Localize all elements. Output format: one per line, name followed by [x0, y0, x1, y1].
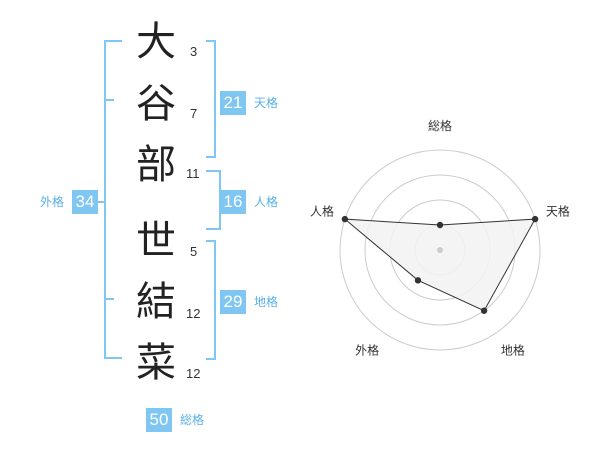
jinkaku-bracket-bottom	[206, 228, 221, 230]
jinkaku-bracket-top	[206, 170, 221, 172]
soukaku-value: 50	[146, 408, 172, 432]
soukaku-label: 総格	[180, 413, 205, 427]
chikaku-bracket-bottom	[206, 358, 216, 360]
radar-point-2	[531, 215, 539, 223]
radar-axis-label-4: 外格	[355, 342, 379, 357]
name-char-6: 菜	[136, 340, 176, 386]
gaikaku-connector	[98, 201, 105, 203]
radar-point-3	[480, 307, 488, 314]
radar-point-1	[436, 221, 444, 229]
jinkaku-value: 16	[220, 190, 246, 214]
radar-axis-label-2: 天格	[546, 204, 570, 219]
stroke-count-4: 5	[190, 244, 198, 259]
radar-axis-label-1: 総格	[428, 118, 452, 133]
radar-axis-label-5: 人格	[310, 204, 334, 219]
chikaku-bracket-vertical	[214, 240, 216, 360]
jinkaku-label: 人格	[254, 195, 279, 209]
chikaku-bracket-top	[206, 240, 216, 242]
tenkaku-bracket-bottom	[206, 156, 216, 158]
name-char-5: 結	[136, 279, 176, 325]
stroke-count-1: 3	[190, 44, 198, 59]
stroke-count-5: 12	[186, 306, 201, 321]
stroke-count-3: 11	[186, 166, 200, 181]
name-char-4: 世	[136, 218, 176, 264]
gaikaku-value: 34	[72, 190, 98, 214]
name-char-2: 谷	[136, 81, 176, 127]
tenkaku-bracket-top	[206, 40, 216, 42]
name-char-3: 部	[136, 142, 176, 188]
gaikaku-bracket-vertical	[104, 40, 106, 359]
radar-series-area	[343, 218, 536, 312]
gaikaku-label: 外格	[40, 195, 65, 209]
tenkaku-label: 天格	[254, 96, 279, 110]
chikaku-label: 地格	[254, 295, 279, 309]
chikaku-value: 29	[220, 290, 246, 314]
tenkaku-value: 21	[220, 91, 246, 115]
radar-point-5	[341, 215, 349, 223]
tenkaku-bracket-vertical	[214, 40, 216, 158]
radar-axis-label-3: 地格	[501, 342, 525, 357]
gaikaku-bracket-top	[104, 40, 122, 42]
name-char-1: 大	[136, 19, 176, 65]
radar-center-dot	[437, 247, 443, 253]
gaikaku-bracket-tick	[104, 298, 114, 300]
radar-ring	[339, 149, 541, 351]
stroke-count-2: 7	[190, 106, 198, 121]
gaikaku-bracket-tick	[104, 99, 114, 101]
radar-point-4	[414, 277, 422, 284]
gaikaku-bracket-bottom	[104, 357, 122, 359]
stroke-count-6: 12	[186, 366, 201, 381]
